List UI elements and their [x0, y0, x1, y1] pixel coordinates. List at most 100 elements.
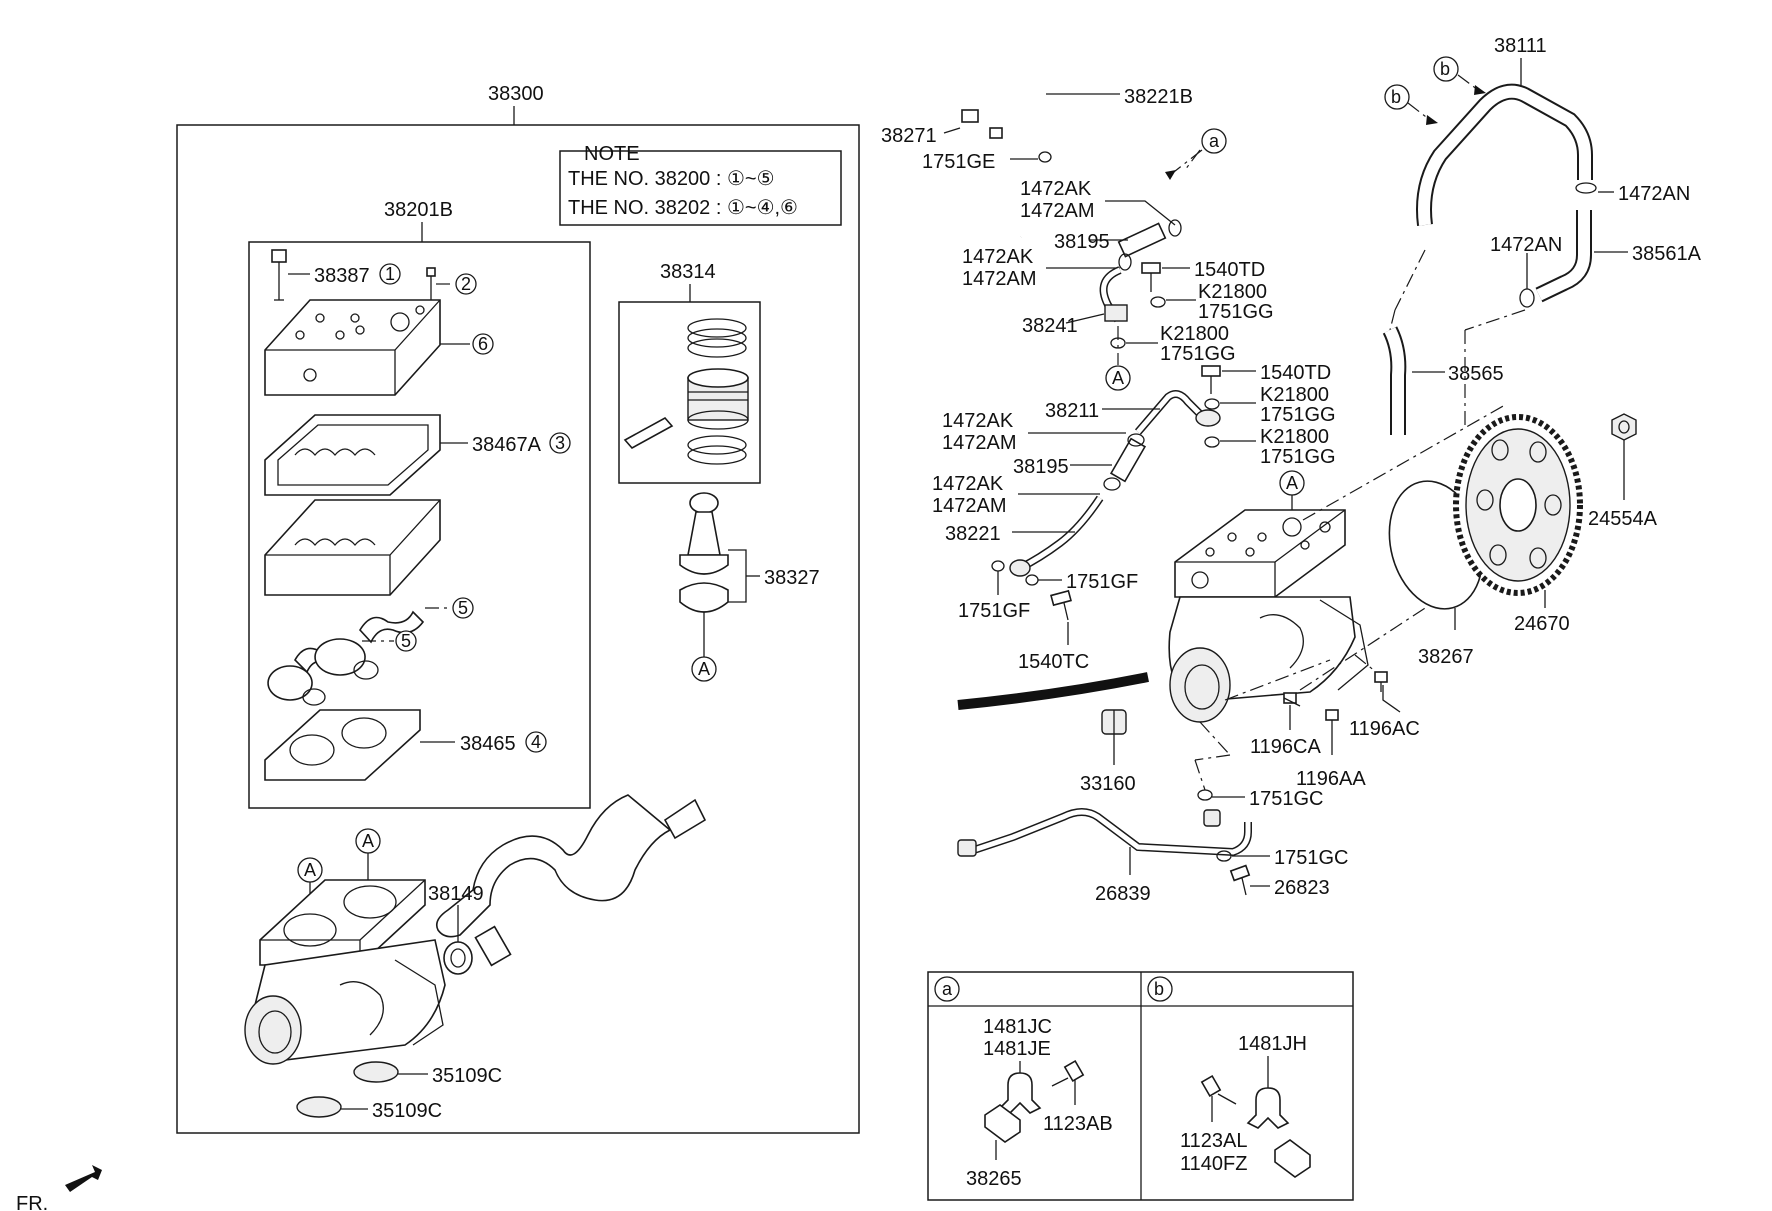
- bolt-38387: [271, 249, 287, 301]
- washer-K21800-3: [1204, 398, 1220, 410]
- label-1196AC: 1196AC: [1349, 718, 1420, 740]
- breather-hose-38111: [1416, 83, 1593, 226]
- front-arrow-icon: [65, 1165, 102, 1192]
- callout-6: [472, 333, 494, 355]
- fitting-38271: [961, 109, 1003, 139]
- coupling-33160: [1101, 709, 1127, 735]
- oring-1751GC-2: [1216, 850, 1232, 862]
- hose-38195-lower: [1103, 433, 1147, 491]
- label-38314: 38314: [660, 261, 716, 283]
- nut-24554A: [1611, 413, 1637, 441]
- label-38221: 38221: [945, 523, 1001, 545]
- label-1751GG-2: 1751GG: [1160, 343, 1236, 365]
- connecting-rod: [679, 492, 729, 575]
- bolt-1540TC: [1050, 589, 1072, 621]
- label-38300: 38300: [488, 83, 544, 105]
- label-24670: 24670: [1514, 613, 1570, 635]
- label-38271: 38271: [881, 125, 937, 147]
- oring-1751GF-1: [991, 560, 1005, 572]
- label-1540TD-1: 1540TD: [1194, 259, 1265, 281]
- detail-a-marker: [934, 976, 960, 1002]
- pipe-38221B: [960, 57, 1115, 240]
- label-35109C-lower: 35109C: [372, 1100, 442, 1122]
- label-1123AL: 1123AL: [1180, 1130, 1247, 1152]
- label-38221B: 38221B: [1124, 86, 1193, 108]
- detail-table: [927, 971, 1354, 1201]
- label-38195-1: 38195: [1054, 231, 1110, 253]
- cap-35109C-lower: [296, 1096, 342, 1118]
- label-33160: 33160: [1080, 773, 1136, 795]
- label-K21800-1: K21800: [1198, 281, 1267, 303]
- label-1196AA: 1196AA: [1296, 768, 1366, 790]
- label-38201B: 38201B: [384, 199, 453, 221]
- clamp-1481JH: [1246, 1087, 1311, 1178]
- label-1751GC-2: 1751GC: [1274, 847, 1349, 869]
- head-kit-38201B-frame: [248, 241, 591, 809]
- label-38465: 38465: [460, 733, 516, 755]
- callout-A-bore-left-text: A: [304, 860, 316, 880]
- label-1540TD-2: 1540TD: [1260, 362, 1331, 384]
- label-26823: 26823: [1274, 877, 1330, 899]
- pipe-38211: [1134, 389, 1221, 435]
- cylinder-head: [264, 299, 441, 396]
- hose-38565: [1382, 326, 1407, 435]
- label-26839: 26839: [1095, 883, 1151, 905]
- callout-5-lower-text: 5: [401, 631, 411, 651]
- seat-gasket-1: [314, 638, 379, 680]
- crankcase: [244, 879, 446, 1065]
- oring-1751GF-2: [1025, 574, 1039, 586]
- detail-b-marker: [1147, 976, 1173, 1002]
- label-1751GG-1: 1751GG: [1198, 301, 1274, 323]
- label-38241: 38241: [1022, 315, 1078, 337]
- label-38265: 38265: [966, 1168, 1022, 1190]
- note-line-2: THE NO. 38202 : ①~④,⑥: [568, 197, 798, 219]
- callout-1: [379, 263, 401, 285]
- front-indicator: FR.: [16, 1193, 48, 1211]
- callout-1-text: 1: [385, 264, 395, 284]
- gasket-38467A: [264, 414, 441, 496]
- callout-b-upper-text: b: [1440, 59, 1450, 79]
- callout-A-bore-right-text: A: [362, 831, 374, 851]
- label-38267: 38267: [1418, 646, 1474, 668]
- label-1472AN-2: 1472AN: [1490, 234, 1562, 256]
- label-1472AK-3: 1472AK: [942, 410, 1014, 432]
- label-38327: 38327: [764, 567, 820, 589]
- callout-A-head-text: A: [1286, 473, 1298, 493]
- seat-gasket-2: [267, 665, 326, 706]
- label-38195-2: 38195: [1013, 456, 1069, 478]
- label-38111: 38111: [1494, 35, 1547, 57]
- callout-2-text: 2: [461, 274, 471, 294]
- callout-3-text: 3: [555, 433, 565, 453]
- label-1751GF-1: 1751GF: [958, 600, 1030, 622]
- label-1751GC-1: 1751GC: [1249, 788, 1324, 810]
- detail-a-marker-text: a: [942, 979, 953, 999]
- label-1751GE: 1751GE: [922, 151, 995, 173]
- callout-6-text: 6: [478, 334, 488, 354]
- piston-kit-38314-frame: [618, 301, 761, 484]
- label-38467A: 38467A: [472, 434, 542, 456]
- clamp-1472AN-lower: [1519, 288, 1535, 308]
- bolt-1123AL: [1200, 1074, 1237, 1105]
- bolt-1123AB: [1051, 1059, 1085, 1087]
- clamp-1481JC: [998, 1072, 1042, 1114]
- piston: [687, 368, 749, 430]
- callout-A-pipe-upper-text: A: [1112, 368, 1124, 388]
- assembly-38300-frame: [176, 124, 860, 1134]
- bolt-1196CA: [1283, 692, 1301, 707]
- drive-gear-24670: [1453, 414, 1583, 596]
- callout-5-upper-text: 5: [458, 598, 468, 618]
- label-38387: 38387: [314, 265, 370, 287]
- callout-4: [525, 731, 547, 753]
- washer-K21800-1: [1150, 296, 1166, 308]
- label-1140FZ: 1140FZ: [1180, 1153, 1247, 1175]
- crankshaft: [435, 794, 707, 967]
- label-1472AK-1: 1472AK: [1020, 178, 1092, 200]
- callout-5-upper: [452, 597, 474, 619]
- note-line-1: THE NO. 38200 : ①~⑤: [568, 168, 775, 190]
- piston-rings-top: [687, 318, 747, 358]
- label-1472AN-1: 1472AN: [1618, 183, 1690, 205]
- arrow-a-icon: [1165, 170, 1176, 180]
- callout-A-pipe-upper: [1105, 365, 1131, 391]
- label-1751GG-3: 1751GG: [1260, 404, 1336, 426]
